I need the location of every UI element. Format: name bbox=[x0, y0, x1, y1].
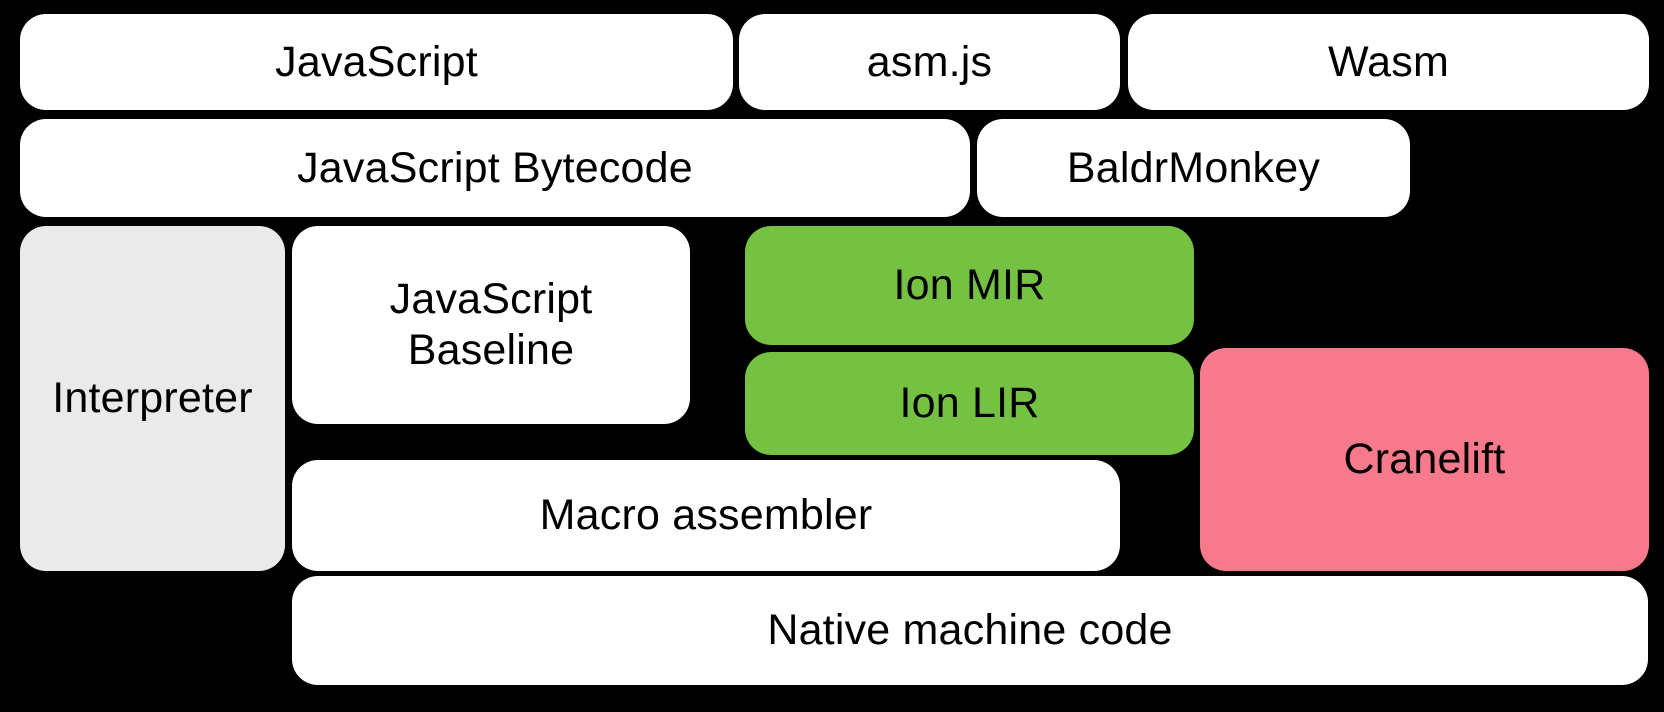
node-baldrmonkey: BaldrMonkey bbox=[977, 119, 1410, 217]
node-interpreter: Interpreter bbox=[20, 226, 285, 571]
node-cranelift: Cranelift bbox=[1200, 348, 1649, 571]
node-ion-mir: Ion MIR bbox=[745, 226, 1194, 345]
node-macro-assembler: Macro assembler bbox=[292, 460, 1120, 571]
node-javascript-bytecode: JavaScript Bytecode bbox=[20, 119, 970, 217]
node-native-machine-code: Native machine code bbox=[292, 576, 1648, 685]
node-javascript-baseline: JavaScript Baseline bbox=[292, 226, 690, 424]
node-wasm: Wasm bbox=[1128, 14, 1649, 110]
node-asm-js: asm.js bbox=[739, 14, 1120, 110]
node-ion-lir: Ion LIR bbox=[745, 352, 1194, 455]
node-javascript: JavaScript bbox=[20, 14, 733, 110]
